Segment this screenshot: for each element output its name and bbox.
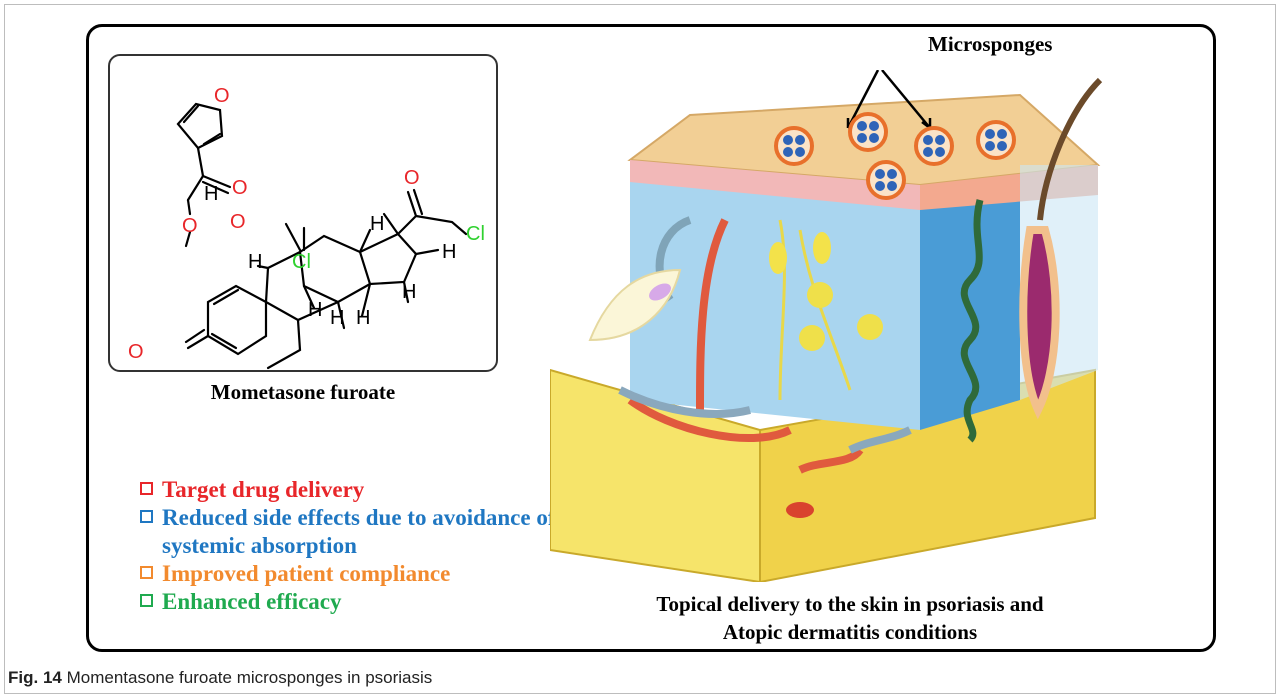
atom-o-carbonyl: O	[232, 177, 248, 199]
atom-h-16b: H	[402, 281, 416, 303]
atom-h-14a: H	[370, 213, 384, 235]
atom-cl-9: Cl	[292, 251, 311, 273]
atom-h-14b: H	[356, 307, 370, 329]
checkbox-icon	[140, 482, 153, 495]
benefit-text: Improved patient compliance	[162, 561, 451, 586]
molecule-label: Mometasone furoate	[210, 380, 396, 404]
atom-h-16a: H	[442, 241, 456, 263]
skin-caption-line: Atopic dermatitis conditions	[722, 620, 978, 644]
skin-caption: Topical delivery to the skin in psoriasi…	[600, 590, 1100, 646]
microsponges-label: Microsponges	[928, 32, 1053, 56]
benefit-item-continued: systemic absorption	[140, 532, 600, 560]
checkbox-icon	[140, 510, 153, 523]
skin-caption-line: Topical delivery to the skin in psoriasi…	[656, 592, 1044, 616]
atom-h-9: H	[308, 299, 322, 321]
benefit-item: Improved patient compliance	[140, 560, 600, 588]
atom-o-furan: O	[214, 85, 230, 107]
benefit-text: Target drug delivery	[162, 477, 365, 502]
atom-o-ketone: O	[404, 167, 420, 189]
atom-cl-21: Cl	[466, 223, 485, 245]
figure-frame	[4, 4, 1276, 694]
figure-panel	[86, 24, 1216, 652]
atom-o-ketone-a: O	[128, 341, 144, 363]
atom-h-10: H	[248, 251, 262, 273]
atom-h-8: H	[330, 307, 344, 329]
benefit-item: Target drug delivery	[140, 476, 600, 504]
checkbox-icon	[140, 566, 153, 579]
checkbox-icon	[140, 594, 153, 607]
atom-h-hydroxyl: H	[204, 183, 218, 205]
benefit-text: systemic absorption	[162, 533, 357, 558]
molecule-box	[108, 54, 498, 372]
figure-caption-text: Momentasone furoate microsponges in psor…	[66, 668, 433, 687]
benefit-text: Enhanced efficacy	[162, 589, 342, 614]
benefit-item: Reduced side effects due to avoidance of	[140, 504, 600, 532]
figure-caption: Fig. 14 Momentasone furoate microsponges…	[8, 668, 432, 688]
mometasone-structure: O O O O O H O Cl Cl H H H H H H H	[128, 85, 485, 370]
figure-number: Fig. 14	[8, 668, 62, 687]
benefit-text: Reduced side effects due to avoidance of	[162, 505, 556, 530]
benefit-list: Target drug delivery Reduced side effect…	[140, 476, 600, 616]
microsponge-particles	[774, 112, 1016, 200]
benefit-item: Enhanced efficacy	[140, 588, 600, 616]
atom-o-ester: O	[182, 215, 198, 237]
atom-o-hydroxyl: O	[230, 211, 246, 233]
skin-illustration	[550, 70, 1103, 582]
